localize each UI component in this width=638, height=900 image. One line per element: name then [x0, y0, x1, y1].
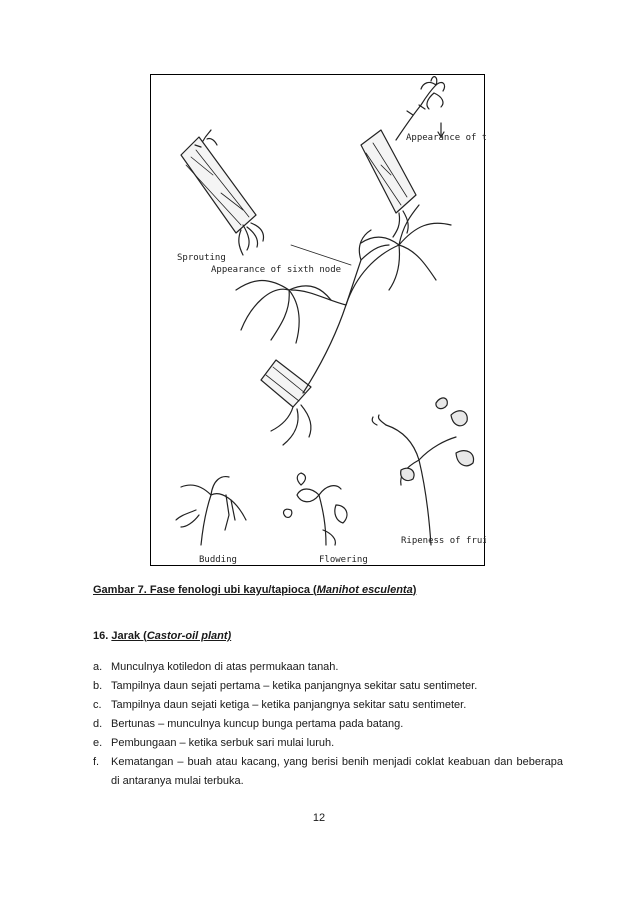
flowering-drawing — [284, 473, 347, 545]
label-flowering: Flowering — [319, 555, 368, 565]
list-item: b.Tampilnya daun sejati pertama – ketika… — [93, 677, 563, 696]
list-letter: d. — [93, 715, 111, 734]
sprouting-drawing — [181, 130, 264, 255]
label-ripeness: Ripeness of fruit — [401, 536, 486, 546]
ripeness-drawing — [372, 398, 473, 545]
list-text: Tampilnya daun sejati ketiga – ketika pa… — [111, 696, 563, 715]
list-text: Kematangan – buah atau kacang, yang beri… — [111, 753, 563, 791]
phenology-list: a.Munculnya kotiledon di atas permukaan … — [93, 658, 563, 791]
list-text: Bertunas – munculnya kuncup bunga pertam… — [111, 715, 563, 734]
label-sprouting: Sprouting — [177, 253, 226, 263]
list-text: Tampilnya daun sejati pertama – ketika p… — [111, 677, 563, 696]
label-sixth-node: Appearance of sixth node — [211, 265, 341, 275]
figure-frame: Sprouting Appearance of thire node Appea… — [150, 74, 485, 566]
section-title-english: Castor-oil plant) — [147, 630, 231, 642]
list-letter: b. — [93, 677, 111, 696]
list-text: Munculnya kotiledon di atas permukaan ta… — [111, 658, 563, 677]
cassava-phenology-illustration: Sprouting Appearance of thire node Appea… — [151, 75, 486, 567]
list-item: e.Pembungaan – ketika serbuk sari mulai … — [93, 734, 563, 753]
list-letter: a. — [93, 658, 111, 677]
third-node-drawing — [361, 77, 445, 237]
sixth-node-drawing — [236, 205, 451, 445]
label-third-node: Appearance of thire node — [406, 133, 486, 143]
list-letter: f. — [93, 753, 111, 791]
list-text: Pembungaan – ketika serbuk sari mulai lu… — [111, 734, 563, 753]
list-item: c.Tampilnya daun sejati ketiga – ketika … — [93, 696, 563, 715]
section-heading: 16. Jarak (Castor-oil plant) — [93, 630, 231, 642]
page-number: 12 — [0, 812, 638, 824]
label-budding: Budding — [199, 555, 237, 565]
list-item: f.Kematangan – buah atau kacang, yang be… — [93, 753, 563, 791]
figure-caption: Gambar 7. Fase fenologi ubi kayu/tapioca… — [93, 584, 416, 596]
list-letter: e. — [93, 734, 111, 753]
section-title: Jarak (Castor-oil plant) — [111, 630, 231, 642]
list-letter: c. — [93, 696, 111, 715]
budding-drawing — [176, 477, 246, 545]
section-title-prefix: Jarak ( — [111, 630, 146, 642]
caption-suffix: ) — [413, 584, 417, 596]
list-item: a.Munculnya kotiledon di atas permukaan … — [93, 658, 563, 677]
caption-species: Manihot esculenta — [317, 584, 413, 596]
section-number: 16. — [93, 630, 108, 642]
list-item: d.Bertunas – munculnya kuncup bunga pert… — [93, 715, 563, 734]
caption-prefix: Gambar 7. Fase fenologi ubi kayu/tapioca… — [93, 584, 317, 596]
